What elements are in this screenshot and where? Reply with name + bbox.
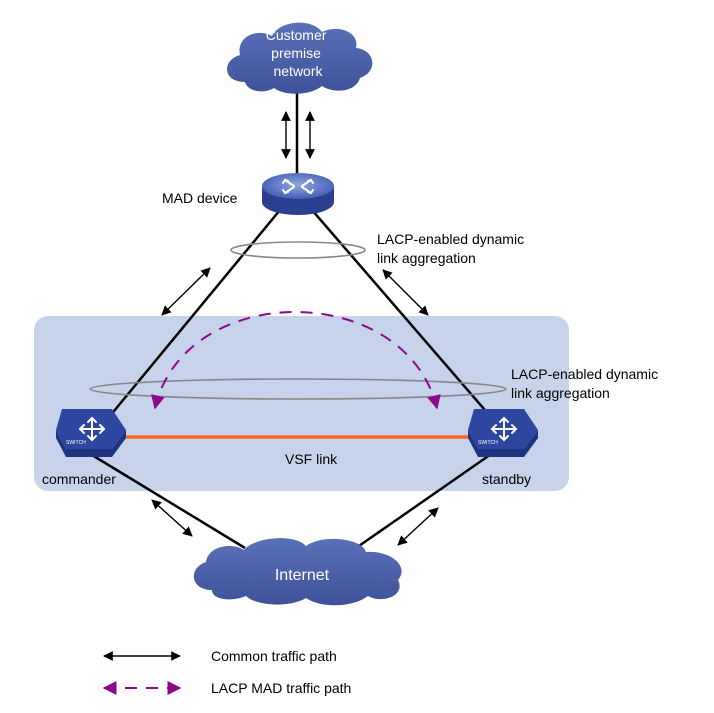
switch-side (468, 430, 538, 457)
legend-common-label: Common traffic path (211, 648, 337, 664)
internet-cloud: Internet (193, 538, 402, 606)
vsf-link-label: VSF link (285, 451, 338, 467)
customer-network-cloud: Customer premise network (227, 22, 373, 94)
mad-device-label: MAD device (162, 190, 238, 206)
customer-network-label-line1: Customer (266, 27, 327, 43)
switch-arrows-icon (490, 416, 518, 442)
lacp-upper-label: LACP-enabled dynamic link aggregation (377, 231, 528, 266)
switch-side (56, 430, 126, 457)
traffic-arrow (397, 507, 439, 546)
traffic-arrow (382, 269, 429, 316)
switch-badge: SWITCH (478, 440, 498, 446)
mad-device-router (262, 173, 334, 215)
traffic-arrow (161, 267, 211, 316)
lacp-mad-traffic-arc (151, 311, 441, 410)
switch-badge: SWITCH (66, 440, 86, 446)
link-standby-internet (355, 448, 498, 550)
router-arrows-icon (282, 178, 314, 195)
commander-switch: SWITCH (56, 409, 126, 457)
lacp-lower-label: LACP-enabled dynamic link aggregation (511, 366, 662, 401)
traffic-arrow (151, 499, 193, 537)
legend: Common traffic path LACP MAD traffic pat… (102, 648, 351, 696)
cloud-shape (193, 538, 402, 606)
commander-label: commander (42, 471, 116, 487)
standby-switch: SWITCH (468, 409, 538, 457)
link-mad-standby (311, 209, 498, 425)
customer-network-label-line2: premise (271, 45, 321, 61)
link-mad-commander (99, 209, 281, 429)
legend-lacp-mad-label: LACP MAD traffic path (211, 680, 351, 696)
common-traffic-arrows (151, 111, 439, 546)
internet-label: Internet (275, 567, 330, 584)
svg-text:Customer premise n: Customer premise network (266, 27, 331, 79)
switch-arrows-icon (78, 416, 106, 442)
standby-label: standby (482, 471, 531, 487)
cloud-shape (227, 22, 373, 94)
customer-network-label-line3: network (273, 63, 323, 79)
aggregation-ring-upper (230, 241, 366, 259)
router-top (262, 173, 334, 199)
